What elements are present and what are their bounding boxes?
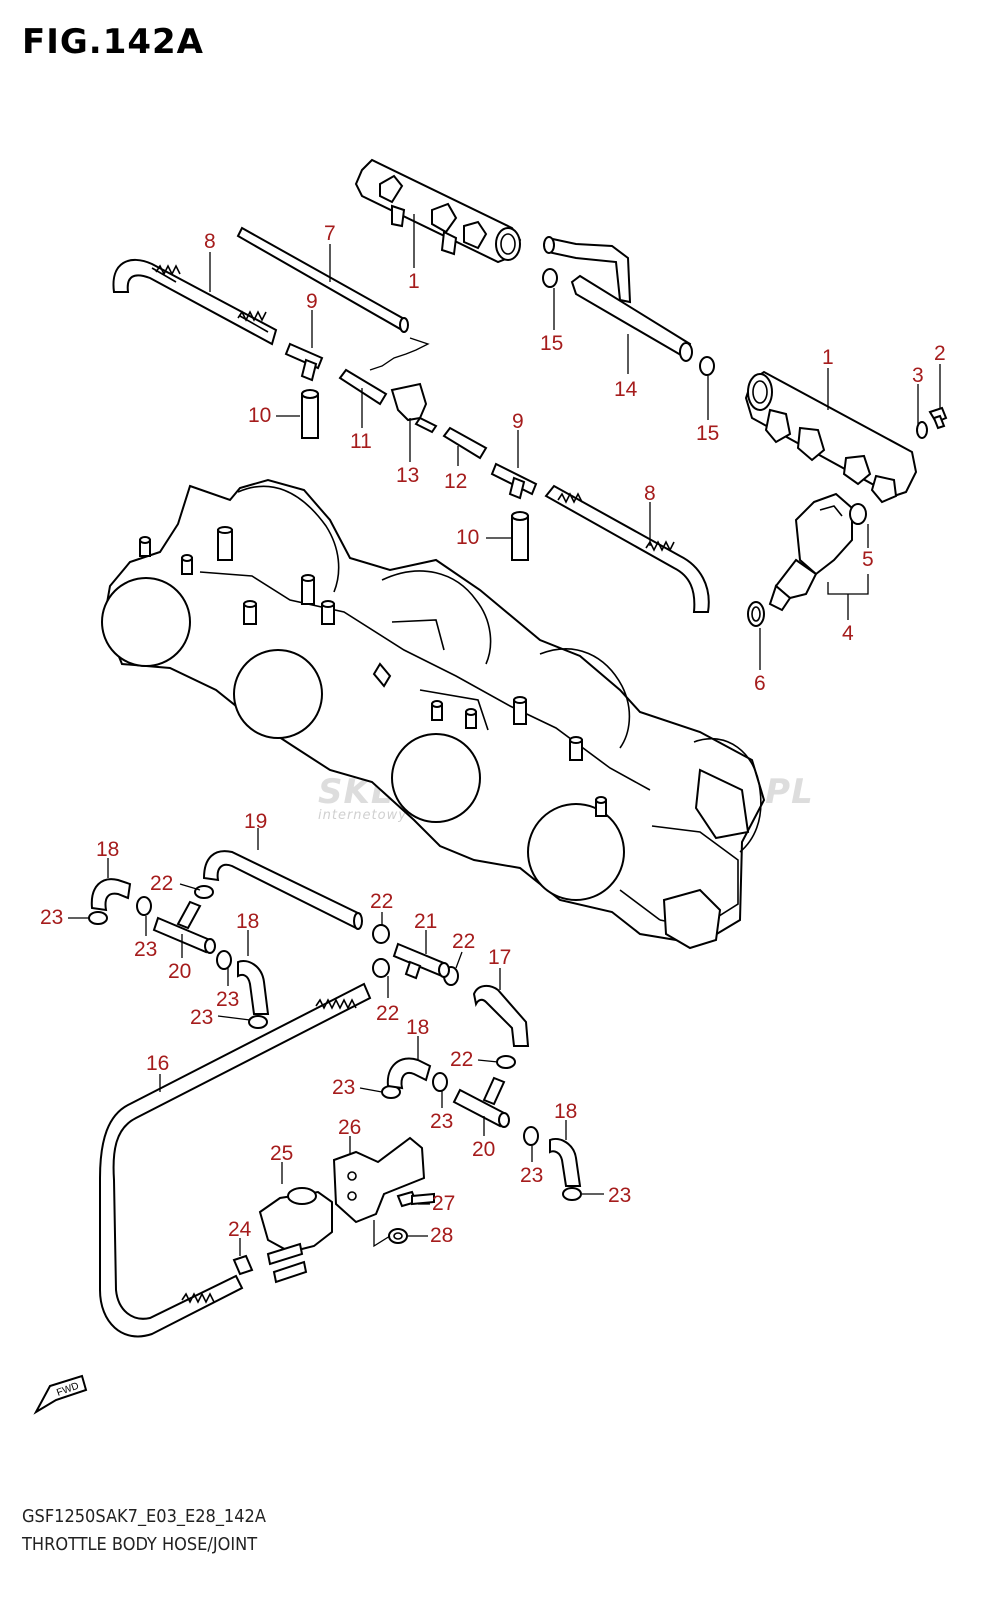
screw-2 — [928, 406, 948, 430]
joint-9-lower — [490, 462, 538, 500]
callout-9: 9 — [306, 290, 318, 313]
callout-22: 22 — [370, 890, 393, 913]
callout-22: 22 — [376, 1002, 399, 1025]
callout-19: 19 — [244, 810, 267, 833]
hose-18-d — [549, 1138, 582, 1187]
hose-19 — [202, 850, 363, 930]
bracket-26 — [332, 1136, 426, 1224]
callout-18: 18 — [96, 838, 119, 861]
callout-15: 15 — [540, 332, 563, 355]
joint-9-upper — [284, 342, 324, 382]
t-joint-21 — [392, 942, 450, 980]
callout-4: 4 — [842, 622, 854, 645]
callout-24: 24 — [228, 1218, 252, 1241]
callout-14: 14 — [614, 378, 638, 401]
hose-18-b — [237, 960, 270, 1015]
leader-lines — [68, 214, 941, 1256]
callout-17: 17 — [488, 946, 511, 969]
callout-7: 7 — [324, 222, 336, 245]
callout-10: 10 — [248, 404, 271, 427]
callout-23: 23 — [216, 988, 239, 1011]
callout-11: 11 — [350, 430, 372, 453]
hose-7 — [236, 226, 409, 333]
figure-name: THROTTLE BODY HOSE/JOINT — [22, 1534, 258, 1555]
callout-22: 22 — [150, 872, 173, 895]
throttle-body-assembly — [101, 478, 766, 950]
figure-title: FIG.142A — [22, 22, 204, 62]
callout-23: 23 — [608, 1184, 631, 1207]
callout-20: 20 — [168, 960, 191, 983]
fuel-delivery-pipe-upper — [354, 158, 522, 264]
callout-1: 1 — [408, 270, 420, 293]
callout-23: 23 — [190, 1006, 213, 1029]
callout-23: 23 — [134, 938, 157, 961]
nut-28 — [388, 1228, 408, 1244]
fuel-delivery-pipe-right — [744, 370, 918, 504]
hose-10-lower — [511, 511, 529, 561]
fuel-injector-4 — [768, 492, 853, 612]
callout-12: 12 — [444, 470, 467, 493]
callout-18: 18 — [554, 1100, 577, 1123]
vacuum-t-13 — [390, 382, 438, 434]
callout-18: 18 — [236, 910, 259, 933]
hose-10-upper — [301, 389, 319, 439]
callout-22: 22 — [450, 1048, 473, 1071]
callout-23: 23 — [332, 1076, 355, 1099]
callout-20: 20 — [472, 1138, 495, 1161]
callout-6: 6 — [754, 672, 766, 695]
callout-8: 8 — [204, 230, 216, 253]
callout-27: 27 — [432, 1192, 455, 1215]
bolt-27 — [396, 1190, 435, 1208]
callout-16: 16 — [146, 1052, 169, 1075]
callout-18: 18 — [406, 1016, 429, 1039]
cushion-seal-6 — [747, 601, 765, 627]
hose-16 — [99, 982, 372, 1338]
t-joint-20-b — [452, 1076, 510, 1128]
hose-8-lower — [544, 484, 710, 613]
hose-17 — [472, 984, 530, 1047]
callout-23: 23 — [520, 1164, 543, 1187]
figure-code: GSF1250SAK7_E03_E28_142A — [22, 1506, 266, 1527]
hose-8-upper — [112, 259, 278, 346]
o-ring-15a — [542, 268, 558, 288]
callout-8: 8 — [644, 482, 656, 505]
callout-23: 23 — [430, 1110, 453, 1133]
callout-5: 5 — [862, 548, 874, 571]
solenoid-valve-25 — [258, 1187, 333, 1284]
callout-21: 21 — [414, 910, 437, 933]
callout-15: 15 — [696, 422, 719, 445]
o-ring-5 — [849, 503, 867, 525]
callout-3: 3 — [912, 364, 924, 387]
callout-labels: 1 1 2 3 4 5 6 7 8 8 9 9 10 10 11 12 13 1… — [40, 222, 946, 1247]
hose-18-a — [90, 878, 132, 912]
callout-28: 28 — [430, 1224, 453, 1247]
cap-24 — [232, 1254, 254, 1276]
hose-11 — [338, 368, 388, 406]
fwd-arrow-icon: FWD — [33, 1374, 88, 1415]
o-ring-15b — [699, 356, 715, 376]
callout-10: 10 — [456, 526, 479, 549]
hose-18-c — [386, 1057, 432, 1090]
callout-26: 26 — [338, 1116, 361, 1139]
clamp-group — [88, 885, 582, 1201]
washer-3 — [916, 421, 928, 439]
callout-2: 2 — [934, 342, 946, 365]
hose-12 — [442, 426, 488, 460]
t-joint-20-a — [152, 900, 216, 954]
fuel-feed-pipe-14 — [543, 236, 693, 362]
callout-9: 9 — [512, 410, 524, 433]
callout-25: 25 — [270, 1142, 293, 1165]
callout-23: 23 — [40, 906, 63, 929]
callout-22: 22 — [452, 930, 475, 953]
callout-1: 1 — [822, 346, 834, 369]
callout-13: 13 — [396, 464, 419, 487]
